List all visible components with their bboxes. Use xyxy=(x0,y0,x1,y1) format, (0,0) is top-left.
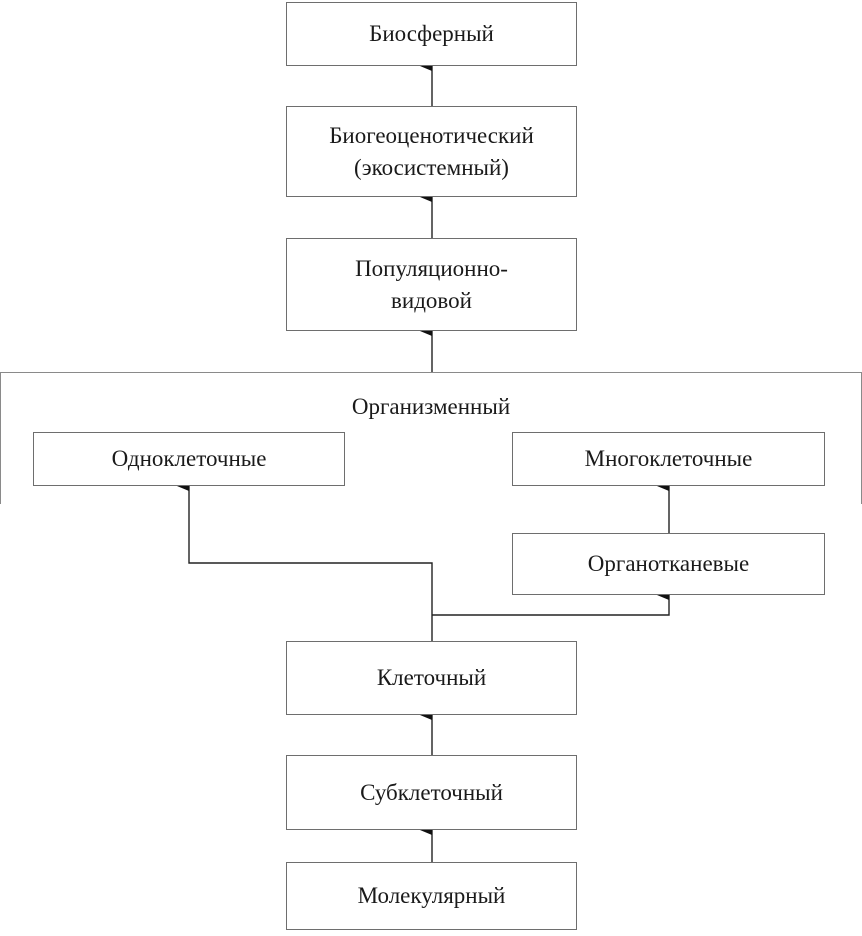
node-molecular-label: Молекулярный xyxy=(357,883,506,908)
arrow-cellular-to-organ-tissue xyxy=(432,590,670,616)
node-biogeocenotic: Биогеоценотический (экосистемный) xyxy=(286,106,577,197)
node-unicellular: Одноклеточные xyxy=(33,432,345,486)
node-molecular: Молекулярный xyxy=(286,862,577,930)
node-unicellular-label: Одноклеточные xyxy=(111,446,267,471)
node-biosphere: Биосферный xyxy=(286,2,577,66)
group-organismal-title: Организменный xyxy=(351,394,511,419)
node-cellular: Клеточный xyxy=(286,641,577,715)
node-organ-tissue: Органотканевые xyxy=(512,533,825,595)
node-subcellular: Субклеточный xyxy=(286,755,577,830)
node-multicellular-label: Многоклеточные xyxy=(584,446,753,471)
arrow-cellular-to-unicellular xyxy=(177,481,433,641)
node-multicellular: Многоклеточные xyxy=(512,432,825,486)
node-cellular-label: Клеточный xyxy=(376,665,487,690)
node-biosphere-label: Биосферный xyxy=(369,21,494,46)
node-population-label: Популяционно- видовой xyxy=(355,255,508,313)
node-organ-tissue-label: Органотканевые xyxy=(587,551,750,576)
node-population: Популяционно- видовой xyxy=(286,238,577,331)
node-biogeocenotic-label: Биогеоценотический (экосистемный) xyxy=(329,122,534,180)
node-subcellular-label: Субклеточный xyxy=(360,779,503,805)
